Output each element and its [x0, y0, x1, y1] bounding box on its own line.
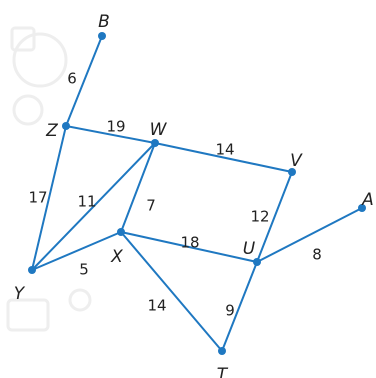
node-label-y: Y [14, 284, 26, 304]
edge-weight-z-y: 17 [28, 189, 47, 207]
edge-x-t [121, 232, 222, 351]
node-label-a: A [361, 190, 374, 210]
node-label-x: X [110, 247, 123, 267]
node-y [28, 266, 36, 274]
node-label-b: B [98, 12, 110, 32]
edge-weight-z-w: 19 [106, 118, 125, 136]
edge-weight-a-u: 8 [312, 246, 322, 264]
node-u [253, 258, 261, 266]
edge-weight-v-u: 12 [250, 208, 269, 226]
edge-weight-w-y: 11 [77, 193, 96, 211]
node-w [151, 139, 159, 147]
node-label-z: Z [45, 121, 58, 141]
edge-weight-y-x: 5 [79, 261, 89, 279]
node-label-w: W [150, 120, 168, 140]
weights-layer: 6 19 14 17 11 7 12 8 18 5 14 9 [28, 70, 321, 320]
edge-weight-w-x: 7 [146, 197, 156, 215]
node-label-t: T [217, 365, 229, 378]
node-t [218, 347, 226, 355]
node-label-v: V [290, 151, 303, 171]
node-b [98, 32, 106, 40]
node-z [62, 122, 70, 130]
node-labels-layer: B Z W V A U X Y T [14, 12, 374, 378]
edge-a-u [257, 208, 362, 262]
edge-weight-x-u: 18 [180, 234, 199, 252]
edge-weight-b-z: 6 [67, 70, 77, 88]
edge-y-x [32, 232, 121, 270]
edge-w-x [121, 143, 155, 232]
edge-weight-x-t: 14 [147, 297, 166, 315]
edge-weight-w-v: 14 [215, 141, 234, 159]
node-x [117, 228, 125, 236]
edge-weight-u-t: 9 [225, 302, 235, 320]
node-label-u: U [243, 239, 256, 259]
